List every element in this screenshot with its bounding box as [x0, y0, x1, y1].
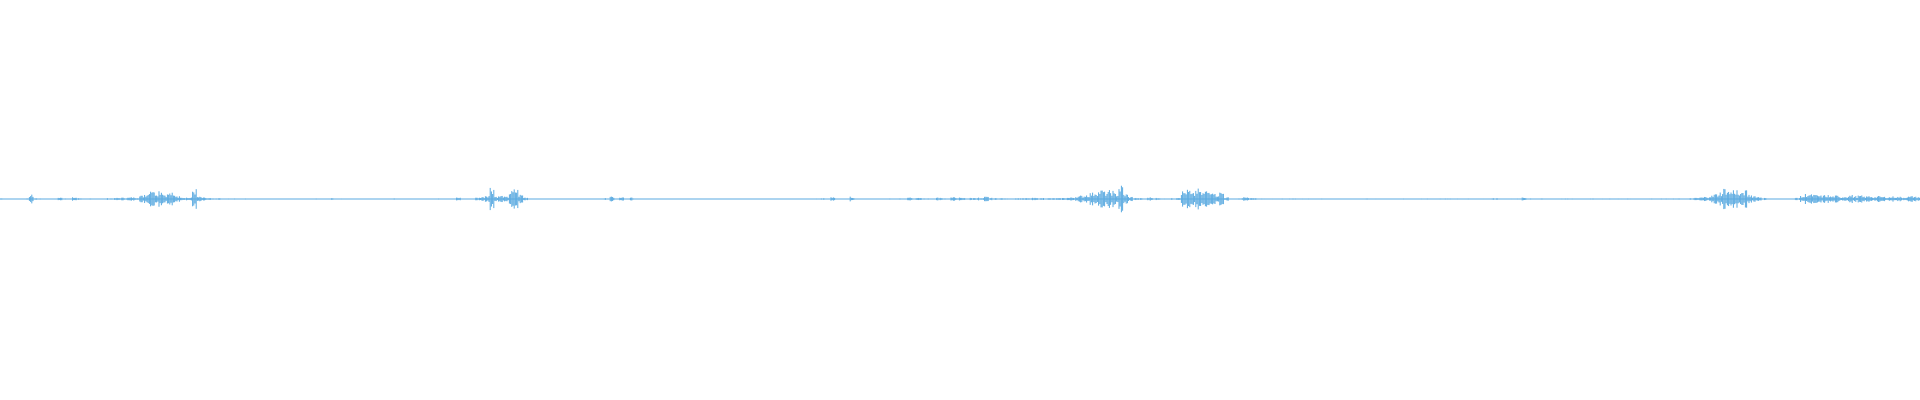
waveform-bars — [0, 185, 1920, 213]
